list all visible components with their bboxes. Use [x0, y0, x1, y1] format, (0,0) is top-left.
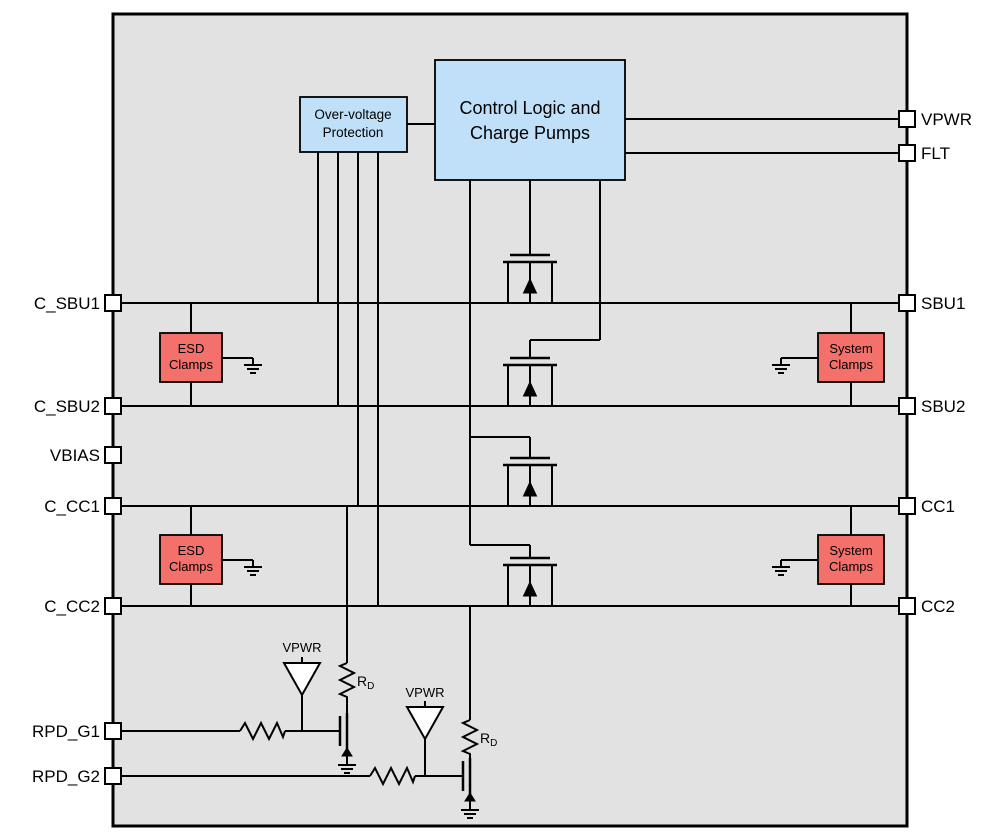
fet1-body-diode-arrow-icon [522, 277, 538, 294]
pin-label: CC2 [921, 597, 955, 616]
vpwr-label-1: VPWR [283, 640, 322, 655]
pin-square [104, 722, 122, 740]
pd2-fet-arrow-icon [464, 792, 476, 802]
ovp-sense-wires [317, 152, 379, 606]
pin-label: RPD_G2 [32, 767, 100, 786]
pin-label: CC1 [921, 497, 955, 516]
esd-top-label-line1: ESD [178, 341, 205, 356]
system-clamps-bottom-block: System Clamps [817, 534, 885, 585]
pin-label: C_CC1 [44, 497, 100, 516]
pin-rpd-g2: RPD_G2 [32, 767, 122, 786]
ovp-label-line2: Protection [323, 125, 384, 140]
pass-fet-cc1 [503, 456, 557, 506]
ground-symbol-sys1 [772, 358, 790, 374]
pin-label: RPD_G1 [32, 722, 100, 741]
system-top-label-line1: System [829, 341, 872, 356]
pass-fet-sbu1 [503, 253, 557, 303]
esd-clamps-bottom-box [159, 534, 223, 585]
gate-control-wires [469, 180, 601, 558]
pin-sbu2: SBU2 [898, 397, 965, 416]
pin-label: C_CC2 [44, 597, 100, 616]
pin-square [898, 597, 916, 615]
pin-label: FLT [921, 144, 950, 163]
pin-label: SBU2 [921, 397, 965, 416]
pin-square [104, 597, 122, 615]
esd-clamps-top-box [159, 332, 223, 383]
fet2-body-diode-arrow-icon [522, 380, 538, 397]
control-logic-box [434, 59, 626, 181]
pulldown-circuit-2: RD VPWR [369, 606, 497, 819]
system-clamps-top-box [817, 332, 885, 383]
pd1-fet-arrow-icon [341, 747, 353, 757]
vpwr-label-2: VPWR [406, 685, 445, 700]
control-label-line2: Charge Pumps [470, 123, 590, 143]
control-logic-block: Control Logic and Charge Pumps [434, 59, 626, 181]
system-bottom-label-line2: Clamps [829, 559, 874, 574]
pin-square [898, 110, 916, 128]
pin-sbu1: SBU1 [898, 294, 965, 313]
pin-cc1: CC1 [898, 497, 955, 516]
resistor-rpd-g1 [239, 720, 286, 742]
ovp-label-line1: Over-voltage [314, 107, 391, 122]
rd1-label: RD [357, 673, 374, 692]
resistor-rpd-g2 [369, 765, 416, 787]
pin-square [898, 397, 916, 415]
pin-label: SBU1 [921, 294, 965, 313]
ovp-block: Over-voltage Protection [299, 96, 408, 153]
pin-rpd-g1: RPD_G1 [32, 722, 122, 741]
ovp-box [299, 96, 408, 153]
pin-c-cc1: C_CC1 [44, 497, 122, 516]
esd-clamps-bottom-block: ESD Clamps [159, 534, 223, 585]
pin-flt: FLT [898, 144, 950, 163]
ground-symbol-esd2 [244, 560, 262, 576]
fet4-body-diode-arrow-icon [522, 580, 538, 597]
pin-label: VBIAS [50, 446, 100, 465]
system-clamps-top-block: System Clamps [817, 332, 885, 383]
pin-c-sbu2: C_SBU2 [34, 397, 122, 416]
resistor-rd1 [337, 662, 357, 700]
pin-square [104, 497, 122, 515]
pin-label: C_SBU1 [34, 294, 100, 313]
pin-vbias: VBIAS [50, 446, 122, 465]
system-top-label-line2: Clamps [829, 357, 874, 372]
buffer1-triangle-icon [282, 662, 322, 698]
pin-cc2: CC2 [898, 597, 955, 616]
buffer2-triangle-icon [405, 706, 445, 742]
ground-symbol-esd1 [244, 358, 262, 374]
pass-fet-cc2 [503, 556, 557, 606]
fet3-body-diode-arrow-icon [522, 480, 538, 497]
clamp-wires [190, 303, 852, 606]
pin-square [104, 446, 122, 464]
resistor-rd2 [460, 719, 480, 756]
pin-square [104, 294, 122, 312]
system-clamps-bottom-box [817, 534, 885, 585]
esd-clamps-top-block: ESD Clamps [159, 332, 223, 383]
pin-c-cc2: C_CC2 [44, 597, 122, 616]
pin-square [104, 767, 122, 785]
rd2-label: RD [480, 730, 497, 749]
pin-vpwr: VPWR [898, 110, 972, 129]
pass-fet-sbu2 [503, 356, 557, 406]
pin-square [898, 497, 916, 515]
control-label-line1: Control Logic and [459, 98, 600, 118]
esd-bottom-label-line1: ESD [178, 543, 205, 558]
pin-label: C_SBU2 [34, 397, 100, 416]
ground-symbol-sys2 [772, 560, 790, 576]
signal-wires [121, 118, 899, 777]
system-bottom-label-line1: System [829, 543, 872, 558]
pin-square [898, 144, 916, 162]
esd-bottom-label-line2: Clamps [169, 559, 214, 574]
pin-label: VPWR [921, 110, 972, 129]
pin-c-sbu1: C_SBU1 [34, 294, 122, 313]
ground-symbol-pd1 [338, 758, 356, 774]
esd-top-label-line2: Clamps [169, 357, 214, 372]
pin-square [104, 397, 122, 415]
pulldown-circuit-1: RD VPWR [239, 506, 374, 774]
pin-square [898, 294, 916, 312]
ground-symbol-pd2 [461, 803, 479, 819]
